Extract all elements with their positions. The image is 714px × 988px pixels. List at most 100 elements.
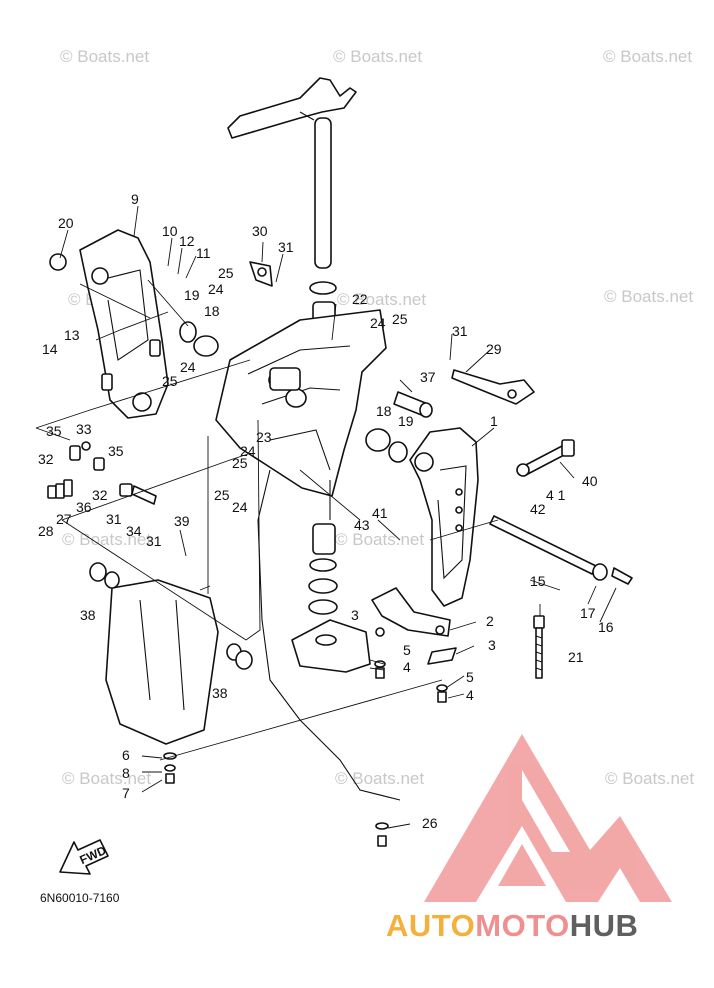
callout-29: 29 (486, 341, 502, 357)
callout-24: 24 (180, 359, 196, 375)
callout-39: 39 (174, 513, 190, 529)
watermark: © Boats.net (62, 769, 151, 788)
callout-4: 4 (403, 659, 411, 675)
callout-24: 24 (232, 499, 248, 515)
callout-33: 33 (76, 421, 92, 437)
callout-38: 38 (212, 685, 228, 701)
brand-part-moto: MOTO (475, 908, 569, 943)
callout-11: 11 (196, 245, 211, 261)
callout-21: 21 (568, 649, 584, 665)
callout-19: 19 (398, 413, 414, 429)
callout-32: 32 (38, 451, 54, 467)
callout-30: 30 (252, 223, 268, 239)
callout-20: 20 (58, 215, 74, 231)
callout-31: 31 (278, 239, 294, 255)
callout-25: 25 (392, 311, 408, 327)
watermark: © Boats.net (60, 47, 149, 66)
callout-31: 31 (106, 511, 122, 527)
callout-7: 7 (122, 785, 130, 801)
leader-lines (35, 279, 499, 761)
callout-31: 31 (146, 533, 162, 549)
callout-40: 40 (582, 473, 598, 489)
callout-28: 28 (38, 523, 54, 539)
tilt-lever (451, 369, 535, 405)
watermark: © Boats.net (335, 530, 424, 549)
callout-5: 5 (403, 642, 411, 658)
fwd-arrow: FWD (59, 839, 109, 875)
callout-35: 35 (46, 423, 62, 439)
clamp-bracket-left (79, 229, 169, 419)
callout-42: 42 (530, 501, 546, 517)
callout-43: 43 (354, 517, 370, 533)
callout-37: 37 (420, 369, 436, 385)
brand-wordmark: AUTOMOTOHUB (386, 908, 638, 943)
watermark: © Boats.net (335, 769, 424, 788)
callout-15: 15 (530, 573, 546, 589)
callout-24: 24 (208, 281, 224, 297)
callout-1: 1 (490, 413, 498, 429)
callout-35: 35 (108, 443, 124, 459)
callout-36: 36 (76, 499, 92, 515)
callout-4: 4 (466, 687, 474, 703)
steering-handle (227, 77, 357, 269)
callout-26: 26 (422, 815, 438, 831)
lower-mount (257, 469, 401, 801)
callout-34: 34 (126, 523, 142, 539)
callout-31: 31 (452, 323, 468, 339)
callout-25: 25 (214, 487, 230, 503)
bolt-40 (516, 439, 575, 477)
callout-5: 5 (466, 669, 474, 685)
callout-9: 9 (131, 191, 139, 207)
brand-part-hub: HUB (570, 908, 639, 943)
callout-25: 25 (232, 455, 248, 471)
brand-logo-icon (424, 734, 672, 902)
callout-22: 22 (352, 291, 368, 307)
callout-14: 14 (42, 341, 58, 357)
callout-25: 25 (218, 265, 234, 281)
callout-13: 13 (64, 327, 80, 343)
callout-38: 38 (80, 607, 96, 623)
callout-8: 8 (122, 765, 130, 781)
watermark: © Boats.net (337, 290, 426, 309)
mount-plate (371, 587, 457, 665)
watermark: © Boats.net (603, 47, 692, 66)
callout-23: 23 (256, 429, 272, 445)
watermark: © Boats.net (605, 769, 694, 788)
callout-10: 10 (162, 223, 178, 239)
callout-24: 24 (240, 443, 256, 459)
callout-18: 18 (376, 403, 392, 419)
callout-3: 3 (488, 637, 496, 653)
diagram-code: 6N60010-7160 (40, 891, 120, 905)
callout-12: 12 (179, 233, 195, 249)
callout-17: 17 (580, 605, 596, 621)
callout-25: 25 (162, 373, 178, 389)
pin-37 (393, 391, 433, 418)
through-bolt (489, 515, 633, 585)
lower-hardware (163, 660, 448, 847)
callout-24: 24 (370, 315, 386, 331)
small-hardware (47, 441, 157, 505)
callout-2: 2 (486, 613, 494, 629)
watermark: © Boats.net (604, 287, 693, 306)
callout-6: 6 (122, 747, 130, 763)
callout-32: 32 (92, 487, 108, 503)
bolt-21 (533, 615, 545, 679)
callout-18: 18 (204, 303, 220, 319)
bushing-left (49, 253, 219, 357)
lever-30 (249, 261, 273, 287)
brand-part-auto: AUTO (386, 908, 475, 943)
callout-19: 19 (184, 287, 200, 303)
callout-labels: 1 2 3 3 4 4 5 5 6 7 8 9 10 11 12 13 14 1… (38, 191, 614, 831)
callout-16: 16 (598, 619, 614, 635)
callout-3: 3 (351, 607, 359, 623)
mount-rubber-assembly (89, 562, 253, 745)
clamp-bracket-right (409, 427, 479, 607)
callout-27: 27 (56, 511, 72, 527)
callout-41: 4 1 (546, 487, 566, 503)
watermark: © Boats.net (333, 47, 422, 66)
bushing-right (365, 428, 408, 463)
callout-leaders (59, 205, 617, 829)
svg-text:AUTOMOTOHUB: AUTOMOTOHUB (386, 908, 638, 943)
callout-41: 41 (372, 505, 388, 521)
